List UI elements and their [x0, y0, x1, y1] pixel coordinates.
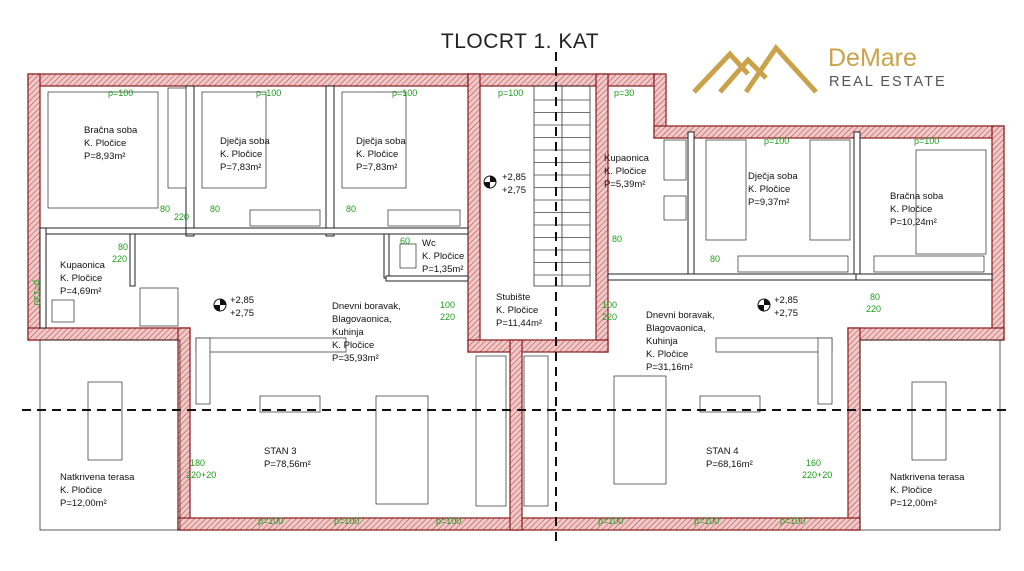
window-label: p=100: [258, 516, 283, 526]
window-label: p=30: [614, 88, 634, 98]
door-label: 100: [602, 300, 617, 310]
mountain-roof-icon: [692, 43, 818, 94]
door-label: 80: [210, 204, 220, 214]
staircase: [533, 85, 591, 287]
svg-text:+2,75: +2,75: [774, 308, 798, 319]
level-marker-left: +2,85 +2,75: [213, 295, 254, 319]
terrace-outline: [39, 339, 1001, 531]
level-marker-right: +2,85 +2,75: [757, 295, 798, 319]
door-labels: 80 220 80 80 80 220 60 100 220 100 220 8…: [112, 204, 881, 480]
level-marker-stair: +2,85 +2,75: [483, 172, 526, 196]
window-label: p=100: [498, 88, 523, 98]
window-label: p=100: [694, 516, 719, 526]
door-label: 160: [806, 458, 821, 468]
outer-walls: [27, 73, 1005, 531]
svg-text:+2,85: +2,85: [502, 172, 526, 183]
logo-subtitle: REAL ESTATE: [829, 74, 947, 90]
svg-text:+2,75: +2,75: [230, 308, 254, 319]
window-label: p=100: [392, 88, 417, 98]
door-label: 60: [400, 236, 410, 246]
door-label: 220+20: [802, 470, 832, 480]
svg-text:+2,85: +2,85: [230, 295, 254, 306]
stair-steps: [534, 99, 590, 276]
door-label: 80: [870, 292, 880, 302]
door-label: 220: [440, 312, 455, 322]
window-label: p=130: [32, 280, 42, 305]
interior-walls: [39, 85, 993, 329]
window-label: p=100: [108, 88, 133, 98]
window-label: p=100: [256, 88, 281, 98]
svg-text:+2,75: +2,75: [502, 185, 526, 196]
svg-text:+2,85: +2,85: [774, 295, 798, 306]
section-lines: [22, 52, 1010, 545]
door-label: 220+20: [186, 470, 216, 480]
furniture: [47, 87, 987, 507]
door-label: 220: [866, 304, 881, 314]
door-label: 180: [190, 458, 205, 468]
window-label: p=100: [914, 136, 939, 146]
door-label: 220: [174, 212, 189, 222]
window-label: p=100: [764, 136, 789, 146]
window-labels: p=100 p=100 p=100 p=100 p=30 p=100 p=100…: [32, 88, 939, 526]
door-label: 80: [710, 254, 720, 264]
window-label: p=100: [334, 516, 359, 526]
door-label: 80: [160, 204, 170, 214]
door-label: 80: [118, 242, 128, 252]
door-label: 100: [440, 300, 455, 310]
door-label: 80: [612, 234, 622, 244]
door-label: 80: [346, 204, 356, 214]
window-label: p=100: [436, 516, 461, 526]
door-label: 220: [602, 312, 617, 322]
window-label: p=100: [780, 516, 805, 526]
level-markers: +2,85 +2,75 +2,85 +2,75 +2,85 +2,75: [213, 172, 798, 319]
logo-name: DeMare: [828, 44, 917, 72]
company-logo: DeMare REAL ESTATE: [690, 40, 960, 100]
plan-title: TLOCRT 1. KAT: [440, 30, 600, 53]
window-label: p=100: [598, 516, 623, 526]
door-label: 220: [112, 254, 127, 264]
